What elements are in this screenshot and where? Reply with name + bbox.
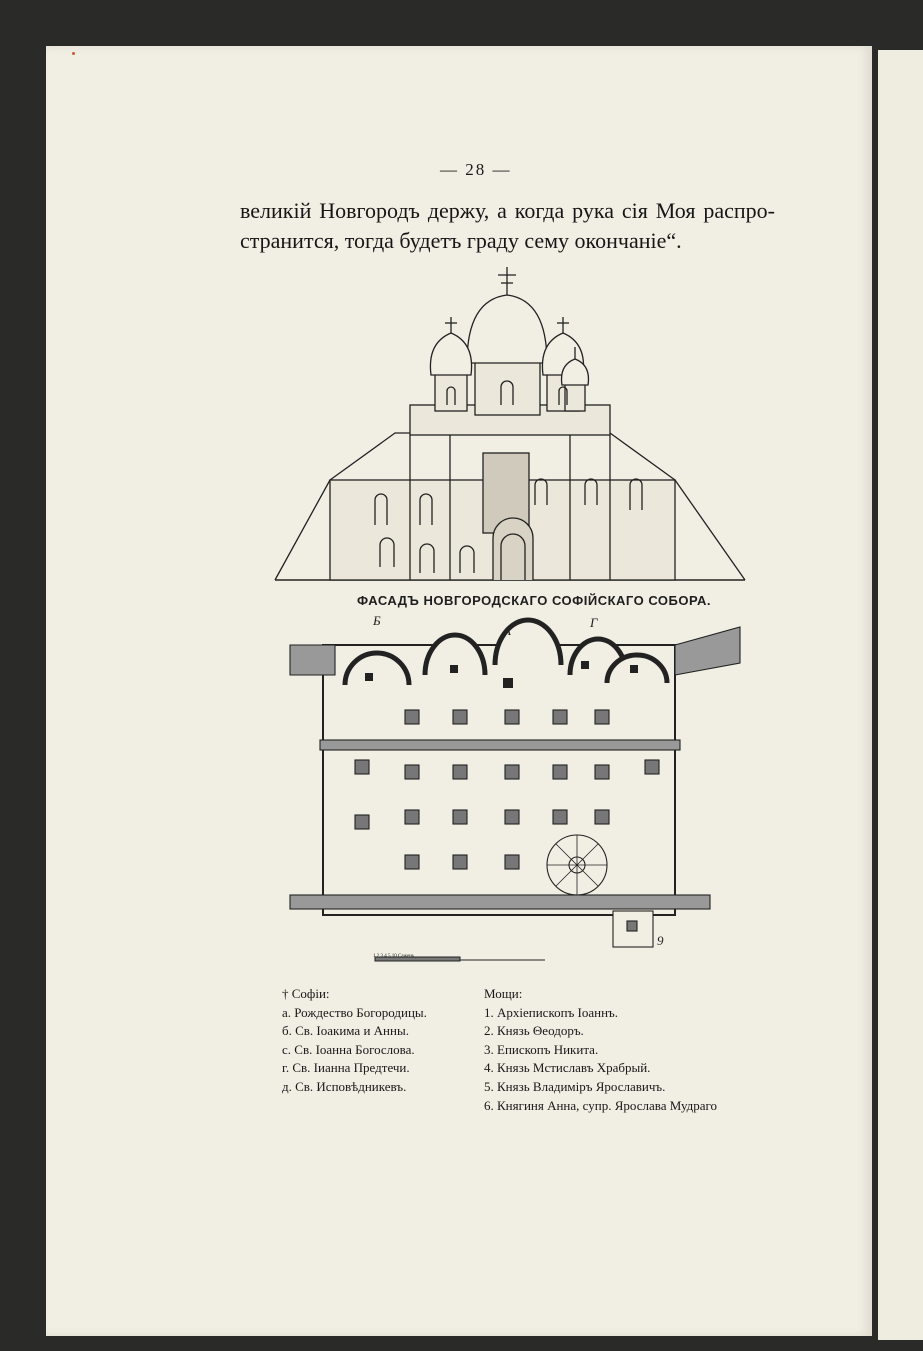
legend-item: д. Св. Исповѣдникевъ.	[282, 1078, 407, 1094]
legend-item: 2. Князь Θеодоръ.	[484, 1023, 584, 1039]
legend-item: а. Рождество Богородицы.	[282, 1004, 427, 1020]
legend-item: г. Св. Іианна Предтечи.	[282, 1060, 410, 1076]
plan-label-g: Г	[589, 615, 598, 630]
legend-item: 3. Епископъ Никита.	[484, 1041, 599, 1057]
page-number: — 28 —	[440, 160, 512, 179]
body-text-line-1: великій Новгородъ держу, а когда рука сі…	[240, 198, 775, 223]
legend-item: б. Св. Іоакима и Анны.	[282, 1023, 409, 1039]
cathedral-illustration: Б Г А 9 1 2 3 4 5 10 Сажень	[274, 267, 746, 962]
legend-item: 6. Княгиня Анна, супр. Ярослава Мудраго	[484, 1097, 718, 1113]
legend-item: 5. Князь Владиміръ Ярославичъ.	[484, 1078, 666, 1094]
legend-title-chapels: † Софіи:	[282, 986, 330, 1001]
cathedral-floor-plan	[289, 617, 741, 948]
adjacent-page-edge	[878, 50, 923, 1340]
legend-item: 1. Архіепископъ Іоаннъ.	[484, 1004, 619, 1020]
plan-label-a: А	[502, 623, 511, 638]
legend-item: 4. Князь Мстиславъ Храбрый.	[484, 1060, 651, 1076]
legend-title-relics: Мощи:	[484, 986, 523, 1001]
legend-chapels: † Софіи: а. Рождество Богородицы. б. Св.…	[282, 985, 427, 1097]
body-text-line-2: странится, тогда будетъ граду сему оконч…	[240, 228, 682, 253]
cathedral-facade	[274, 267, 746, 581]
plan-labels: Б Г А 9	[372, 613, 664, 948]
plan-label-b: Б	[372, 613, 381, 628]
scale-bar	[374, 956, 545, 962]
plan-label-9: 9	[657, 933, 664, 948]
paper-speck	[72, 52, 75, 55]
legend-relics: Мощи: 1. Архіепископъ Іоаннъ. 2. Князь Θ…	[484, 985, 717, 1115]
legend-item: с. Св. Іоанна Богослова.	[282, 1041, 415, 1057]
figure-caption: ФАСАДЪ НОВГОРОДСКАГО СОФІЙСКАГО СОБОРА.	[357, 593, 712, 608]
scale-label: 1 2 3 4 5 10 Сажень	[373, 954, 415, 959]
